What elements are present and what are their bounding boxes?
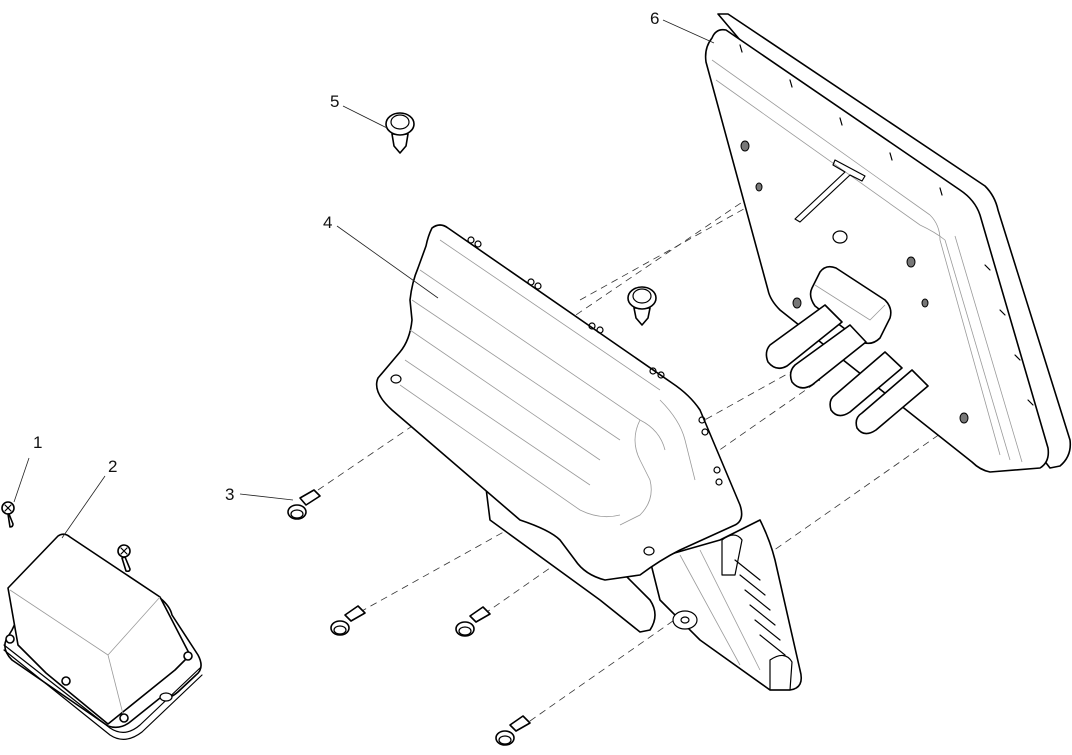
push-rivet-2 xyxy=(627,286,657,326)
push-rivet xyxy=(385,112,415,154)
small-pan-head-screw-2 xyxy=(117,544,131,573)
box-screws xyxy=(5,634,193,723)
small-pan-head-screw xyxy=(1,501,15,528)
flange-bolt xyxy=(287,489,321,520)
callout-6: 6 xyxy=(650,9,660,28)
callout-5: 5 xyxy=(330,92,340,111)
callout-leader-lines xyxy=(13,19,715,539)
callout-2: 2 xyxy=(108,457,118,476)
mounting-bracket xyxy=(375,224,803,691)
flange-bolt-2 xyxy=(330,605,366,636)
junction-box xyxy=(3,533,203,740)
display-panel-housing xyxy=(704,13,1072,473)
callout-1: 1 xyxy=(33,433,43,452)
connector-pins xyxy=(765,304,929,435)
callout-3: 3 xyxy=(225,485,235,504)
flange-bolt-3 xyxy=(455,606,491,637)
callout-4: 4 xyxy=(323,213,333,232)
flange-bolt-4 xyxy=(495,715,531,746)
